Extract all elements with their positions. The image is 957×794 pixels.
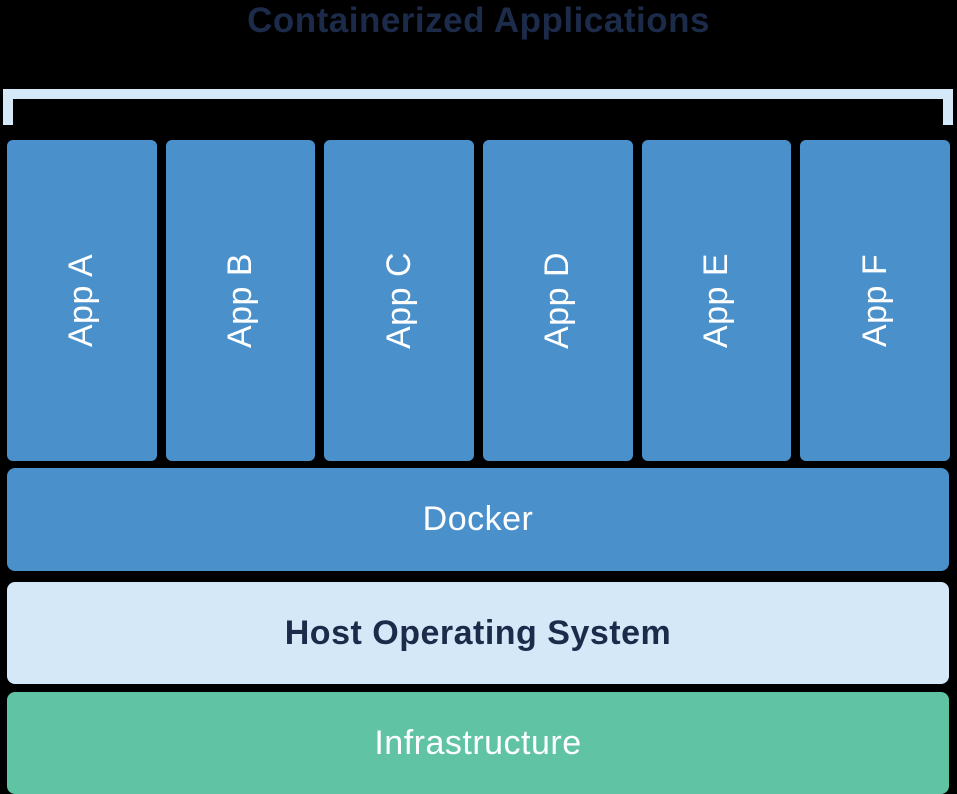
app-container-b: App B xyxy=(165,140,316,461)
app-label: App C xyxy=(379,252,418,349)
app-label: App A xyxy=(62,253,101,348)
infrastructure-layer: Infrastructure xyxy=(7,692,949,794)
app-label: App B xyxy=(221,252,259,349)
diagram-title: Containerized Applications xyxy=(247,1,710,40)
app-label: App F xyxy=(855,253,894,348)
apps-row: App A App B App C App D App E App F xyxy=(7,140,951,461)
app-label: App E xyxy=(697,252,736,349)
docker-label: Docker xyxy=(422,500,534,538)
infrastructure-label: Infrastructure xyxy=(374,723,582,762)
app-container-c: App C xyxy=(324,140,475,461)
app-label: App D xyxy=(538,252,577,349)
docker-layer: Docker xyxy=(7,468,949,571)
host-os-layer: Host Operating System xyxy=(7,582,949,684)
apps-group-bracket xyxy=(3,89,953,125)
host-os-label: Host Operating System xyxy=(284,613,672,652)
app-container-e: App E xyxy=(641,140,792,461)
app-container-a: App A xyxy=(7,140,157,461)
app-container-d: App D xyxy=(483,140,633,461)
app-container-f: App F xyxy=(800,140,951,461)
